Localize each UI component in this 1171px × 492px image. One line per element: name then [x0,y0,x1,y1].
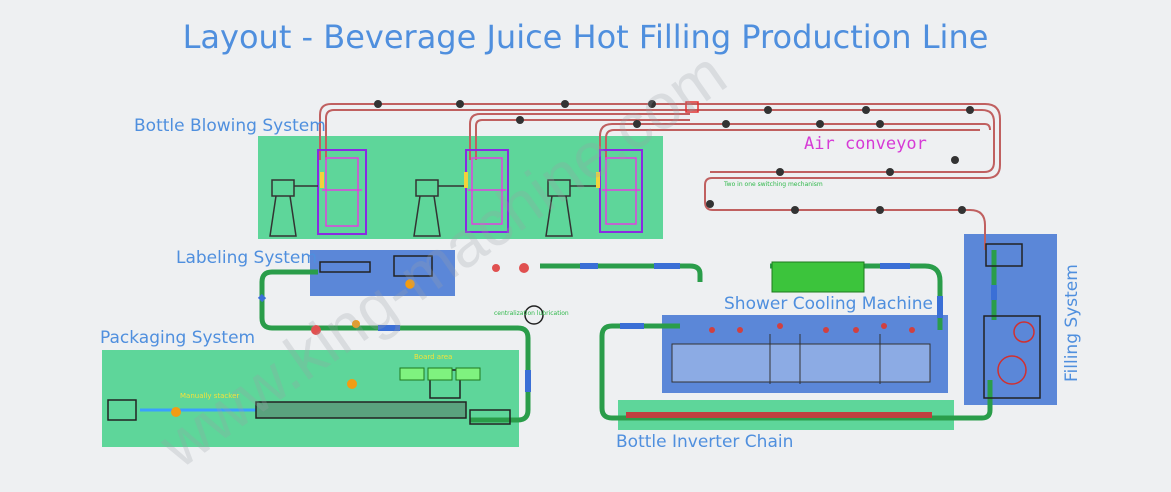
labeling-machine [319,255,433,289]
filling-machine [983,243,1041,399]
shower-cooling-label: Shower Cooling Machine [724,294,933,314]
labeling-label: Labeling System [176,248,317,268]
bottle-blowing-machines [317,149,643,235]
page-title: Layout - Beverage Juice Hot Filling Prod… [182,18,989,56]
two-in-one-label: Two in one switching mechanism [724,181,823,188]
shower-cooling-zone [662,315,948,393]
bottle-blowing-label: Bottle Blowing System [134,116,326,136]
preform-feeders [269,179,596,237]
filling-label: Filling System [1062,264,1082,382]
conveyor-blue-segments [257,263,997,392]
air-conveyor-fans [374,100,974,214]
labeling-zone [310,250,455,296]
sterilizer-unit [771,261,865,293]
labeling-line-devices [311,263,529,335]
bottle-inverter-label: Bottle Inverter Chain [616,432,794,452]
inverter-chain [626,412,932,418]
packaging-label: Packaging System [100,328,256,348]
air-conveyor-label: Air conveyor [804,134,927,154]
packaging-machines [107,369,511,425]
filling-zone [964,234,1057,405]
manually-stacker-label: Manually stacker [180,392,240,400]
shower-cooling-tunnel [671,334,931,384]
air-conveyor-track [319,103,1001,250]
centralization-label: centralization lubrication [494,310,569,317]
lubrication-marker [524,305,544,325]
board-area-stacks [399,367,481,381]
board-area-label: Board area [414,353,453,361]
